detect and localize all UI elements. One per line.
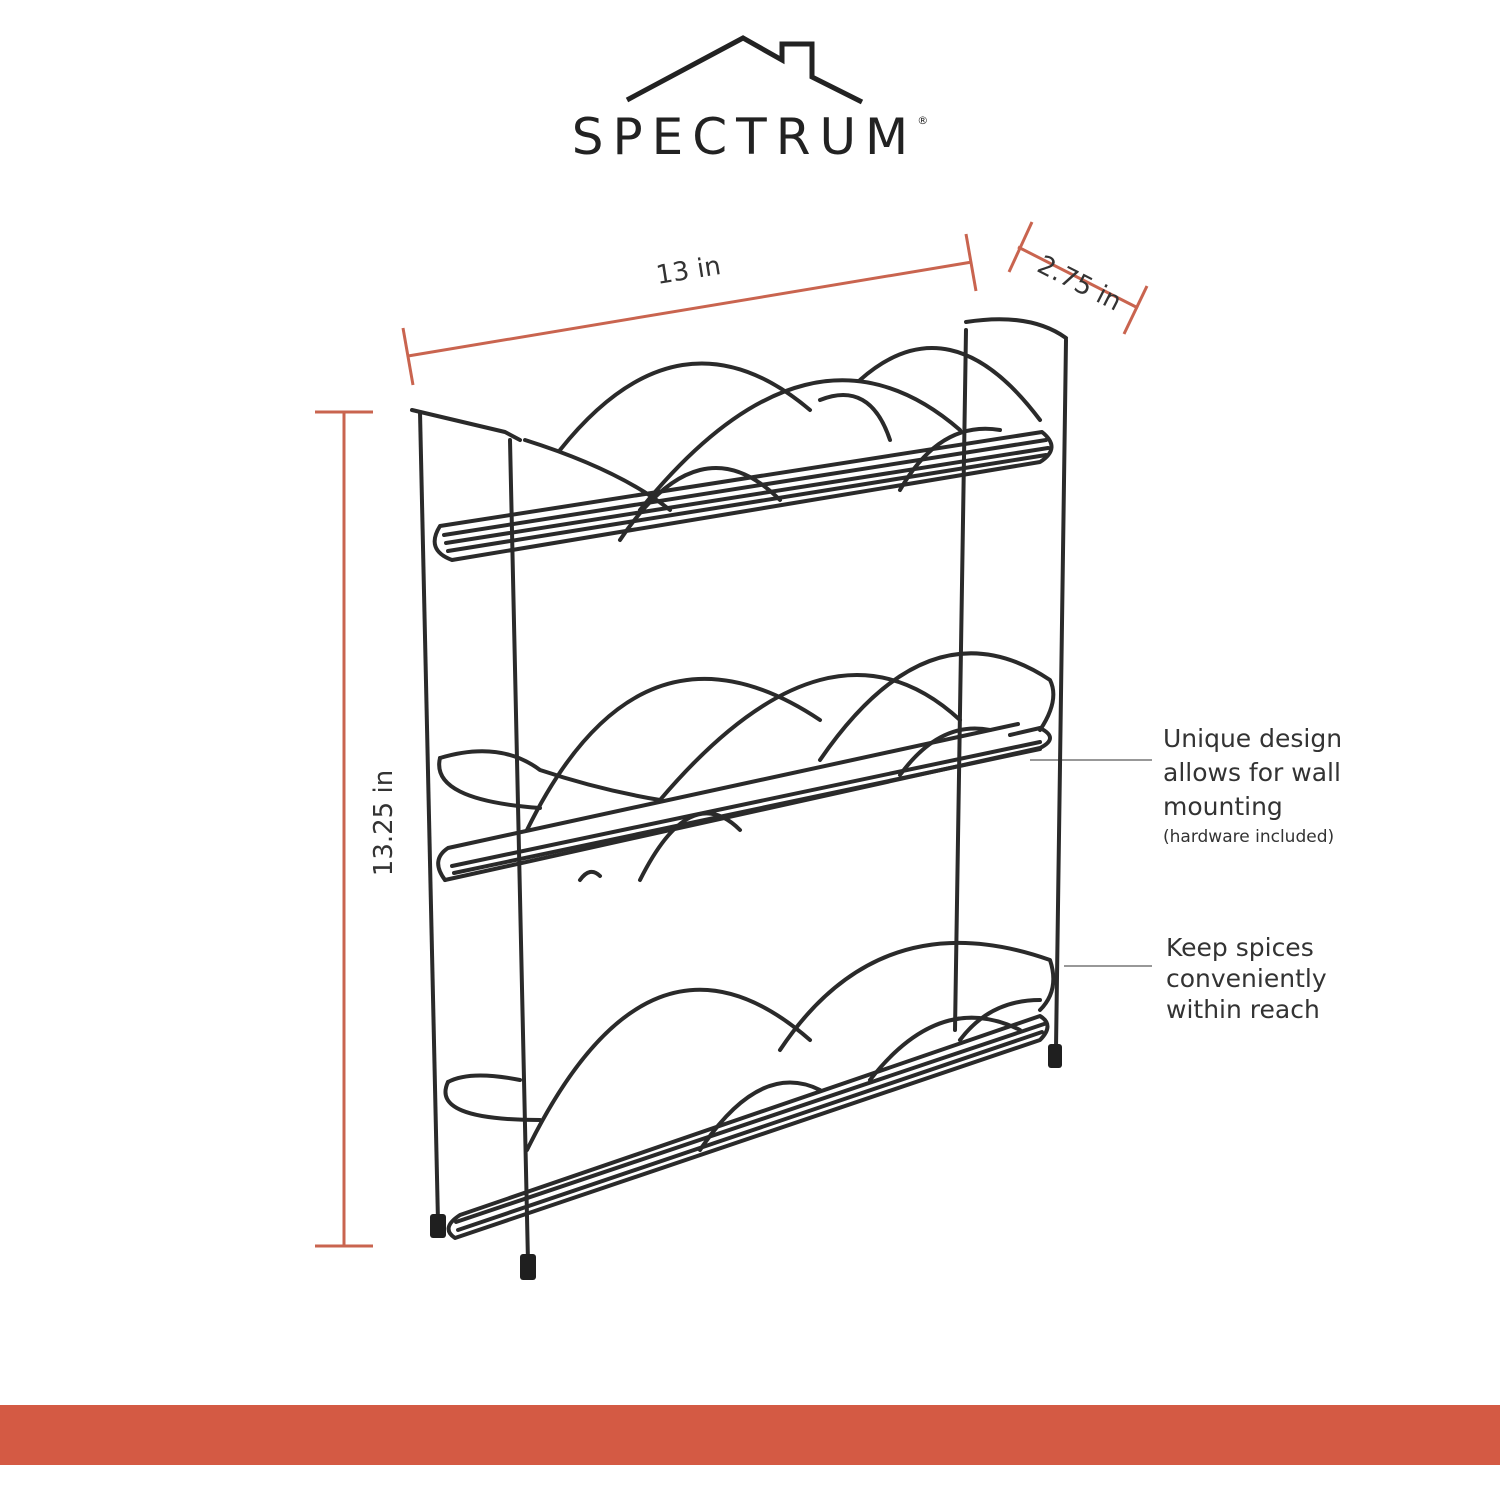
callout-line: mounting [1163, 792, 1283, 821]
height-dimension-line [315, 410, 373, 1248]
registered-mark: ® [917, 114, 929, 127]
width-dimension-line [401, 233, 978, 386]
callout-line: Keep spices [1166, 933, 1314, 962]
callout-note: (hardware included) [1163, 827, 1335, 847]
rack-feet [430, 1044, 1062, 1280]
height-dimension-label: 13.25 in [369, 769, 399, 877]
house-roof-outline-icon [625, 35, 864, 105]
accent-band [0, 1405, 1500, 1465]
callout-line: Unique design [1163, 724, 1343, 753]
callout-line: conveniently [1166, 964, 1327, 993]
callout-within-reach: Keep spices conveniently within reach [1166, 932, 1327, 1025]
spice-rack-illustration [410, 317, 1068, 1264]
callout-wall-mounting: Unique design allows for wall mounting (… [1163, 722, 1342, 850]
callout-line: allows for wall [1163, 758, 1341, 787]
depth-dimension-line [1007, 221, 1149, 335]
brand-logo-text: SPECTRUM® [0, 108, 1500, 166]
callout-line: within reach [1166, 995, 1320, 1024]
brand-name: SPECTRUM [571, 108, 918, 166]
